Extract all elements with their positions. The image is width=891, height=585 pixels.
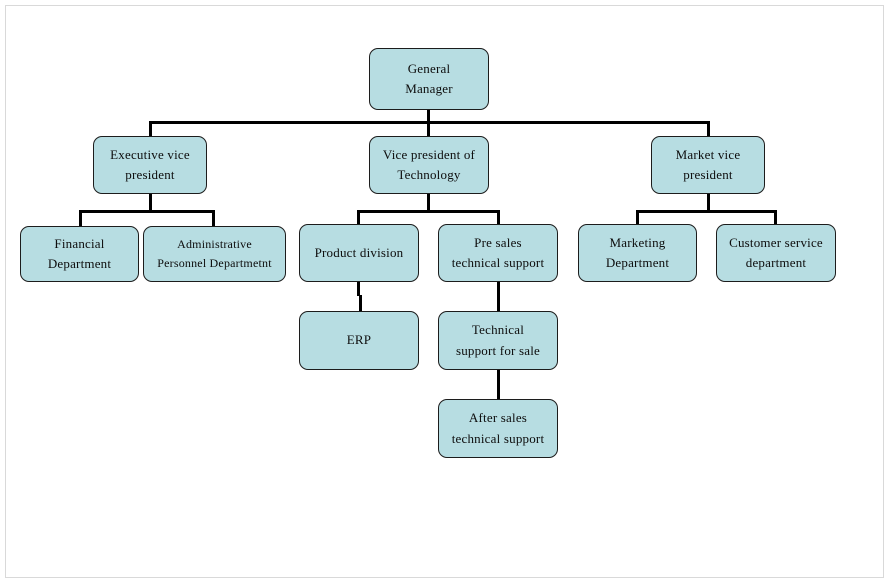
node-executive-vice-president[interactable]: Executive vice president	[93, 136, 207, 194]
node-pre-sales-technical-support[interactable]: Pre sales technical support	[438, 224, 558, 282]
node-label: Marketing Department	[605, 234, 670, 270]
node-label: Market vice president	[675, 146, 741, 182]
connector-product-division-to-erp-lower	[359, 295, 362, 312]
connector-gm-stem	[427, 110, 430, 124]
connector-vpt-stem	[427, 194, 430, 211]
node-financial-department[interactable]: Financial Department	[20, 226, 139, 282]
connector-gm-to-mvp	[707, 121, 710, 138]
node-administrative-personnel-department[interactable]: Administrative Personnel Departmetnt	[143, 226, 286, 282]
node-after-sales-technical-support[interactable]: After sales technical support	[438, 399, 558, 458]
node-label: ERP	[346, 332, 372, 348]
connector-evp-to-administrative	[212, 210, 215, 226]
node-product-division[interactable]: Product division	[299, 224, 419, 282]
node-marketing-department[interactable]: Marketing Department	[578, 224, 697, 282]
node-label: Financial Department	[47, 235, 112, 271]
connector-vpt-to-product-division	[357, 210, 360, 226]
node-label: Administrative Personnel Departmetnt	[157, 237, 272, 270]
node-label: Vice president of Technology	[382, 146, 476, 182]
connector-product-division-to-erp-upper	[357, 282, 360, 296]
connector-evp-stem	[149, 194, 152, 211]
connector-vpt-bus	[357, 210, 500, 213]
connector-gm-to-vpt	[427, 121, 430, 138]
connector-mvp-stem	[707, 194, 710, 211]
connector-gm-to-evp	[149, 121, 152, 138]
node-label: Executive vice president	[110, 146, 190, 182]
node-label: Customer service department	[729, 234, 823, 270]
connector-presales-to-techsupport	[497, 282, 500, 312]
connector-mvp-bus	[636, 210, 777, 213]
node-label: Product division	[314, 244, 404, 260]
node-technical-support-for-sale[interactable]: Technical support for sale	[438, 311, 558, 370]
connector-mvp-to-customer-service	[774, 210, 777, 226]
connector-evp-to-financial	[79, 210, 82, 226]
connector-techsupport-to-aftersales	[497, 370, 500, 400]
connector-evp-bus	[79, 210, 215, 213]
node-label: After sales technical support	[451, 410, 545, 446]
node-label: General Manager	[405, 60, 453, 96]
node-general-manager[interactable]: General Manager	[369, 48, 489, 110]
node-label: Pre sales technical support	[451, 234, 545, 270]
connector-mvp-to-marketing	[636, 210, 639, 226]
node-erp[interactable]: ERP	[299, 311, 419, 370]
node-label: Technical support for sale	[455, 322, 541, 358]
node-market-vice-president[interactable]: Market vice president	[651, 136, 765, 194]
connector-vpt-to-presales	[497, 210, 500, 226]
node-customer-service-department[interactable]: Customer service department	[716, 224, 836, 282]
node-vice-president-technology[interactable]: Vice president of Technology	[369, 136, 489, 194]
